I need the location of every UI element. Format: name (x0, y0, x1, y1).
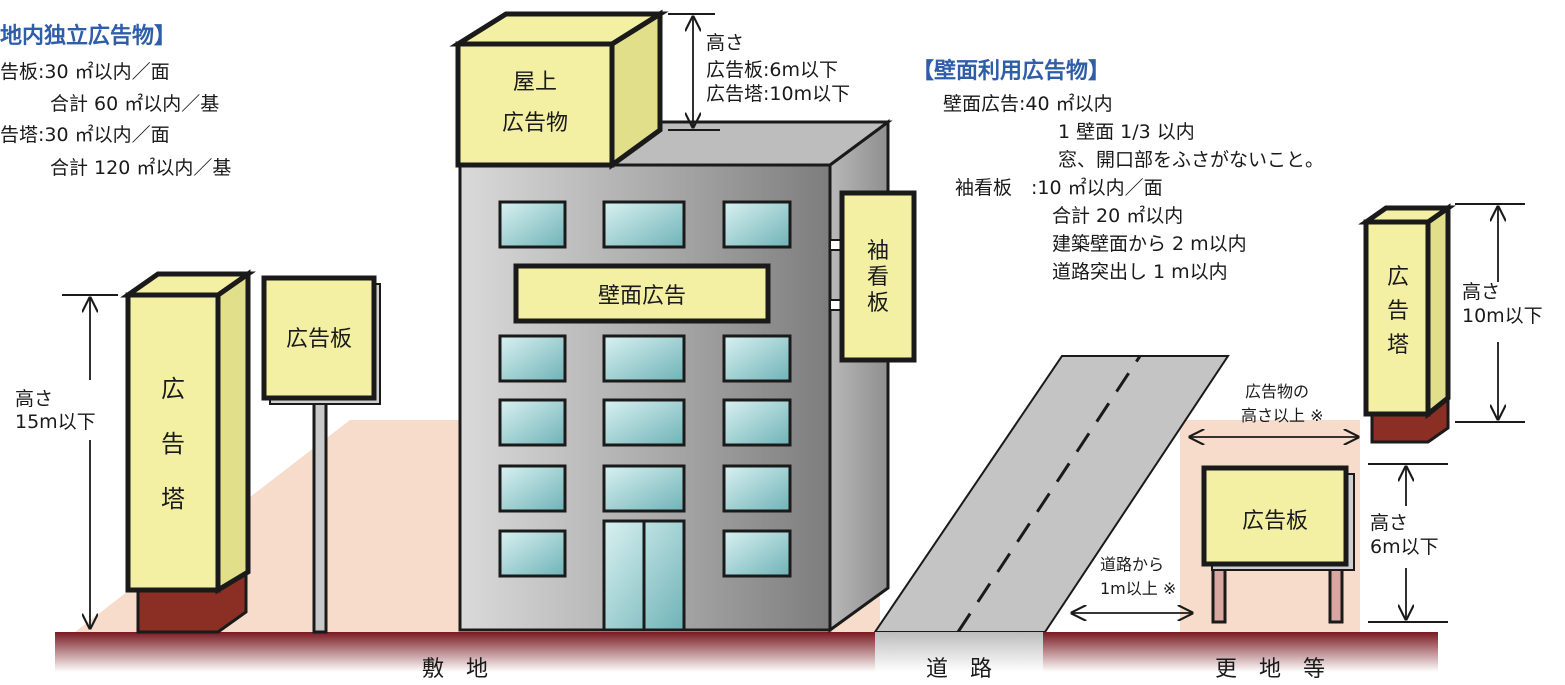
onsite-tower-total: 合計 120 ㎡以内／基 (50, 156, 231, 179)
right-board-label: 広告板 (1242, 509, 1308, 534)
sleeve-char-1: 袖 (867, 239, 889, 264)
wall-sleeve-line: 袖看板 :10 ㎡以内／面 (955, 176, 1163, 199)
left-height-label: 高さ (15, 388, 53, 410)
rooftop-sign-line1: 屋上 (513, 70, 557, 95)
onsite-tower-line: 告塔:30 ㎡以内／面 (0, 123, 170, 146)
left-tower-char-1: 広 (161, 375, 185, 403)
wall-title: 【壁面利用広告物】 (912, 58, 1110, 84)
building (455, 119, 893, 633)
windows (498, 200, 792, 578)
right-tower-char-2: 告 (1387, 299, 1409, 324)
right-ad-tower (1358, 203, 1456, 444)
left-tower-char-3: 塔 (161, 485, 185, 513)
wall-ad-sub2: 窓、開口部をふさがないこと。 (1058, 149, 1324, 171)
left-board-pole (312, 396, 328, 634)
left-board-label: 広告板 (286, 327, 352, 352)
left-tower-char-2: 告 (161, 430, 185, 458)
right-tower-char-1: 広 (1387, 265, 1409, 290)
right-tower-height-value: 10m以下 (1462, 305, 1543, 327)
site-label: 敷 地 (422, 657, 488, 682)
wall-sleeve-sub2: 建築壁面から 2 m以内 (1052, 233, 1247, 255)
left-ad-board (261, 275, 381, 405)
board-distance-line1: 道路から (1100, 555, 1164, 574)
wall-ad-line: 壁面広告:40 ㎡以内 (943, 92, 1113, 115)
sleeve-char-3: 板 (867, 291, 889, 316)
right-board-height-label: 高さ (1370, 512, 1408, 534)
right-board-height-value: 6m以下 (1370, 536, 1439, 558)
rooftop-sign-line2: 広告物 (502, 111, 568, 136)
sleeve-char-2: 看 (867, 265, 889, 290)
vacant-bar (1043, 632, 1438, 672)
wall-sleeve-sub3: 道路突出し 1 m以内 (1052, 261, 1228, 283)
rooftop-height-tower: 広告塔:10m以下 (706, 83, 850, 105)
left-height-value: 15m以下 (15, 411, 96, 433)
road-label: 道 路 (926, 657, 992, 682)
onsite-title: 地内独立広告物】 (0, 23, 176, 49)
wall-sleeve-sub1: 合計 20 ㎡以内 (1052, 204, 1183, 227)
road-centerline (956, 355, 1142, 633)
wall-sign (513, 263, 771, 324)
left-ad-tower (120, 269, 256, 634)
rooftop-height-board: 広告板:6m以下 (706, 59, 838, 81)
entrance-door (602, 519, 686, 632)
rooftop-height-label: 高さ (706, 32, 744, 54)
onsite-board-line: 告板:30 ㎡以内／面 (0, 60, 170, 83)
road-bar (875, 632, 1043, 672)
wall-sign-label: 壁面広告 (598, 284, 686, 309)
vacant-label: 更 地 等 (1215, 657, 1325, 682)
tower-distance-line1: 広告物の (1245, 382, 1309, 401)
right-ad-board (1201, 465, 1355, 624)
sleeve-sign (839, 190, 917, 363)
onsite-board-total: 合計 60 ㎡以内／基 (50, 92, 219, 115)
board-distance-line2: 1m以上 ※ (1100, 579, 1176, 598)
wall-ad-sub1: 1 壁面 1/3 以内 (1058, 121, 1195, 143)
right-tower-char-3: 塔 (1387, 333, 1409, 358)
site-bar (55, 632, 875, 672)
right-tower-height-label: 高さ (1462, 281, 1500, 303)
rooftop-sign (449, 9, 669, 170)
tower-distance-line2: 高さ以上 ※ (1241, 406, 1324, 425)
